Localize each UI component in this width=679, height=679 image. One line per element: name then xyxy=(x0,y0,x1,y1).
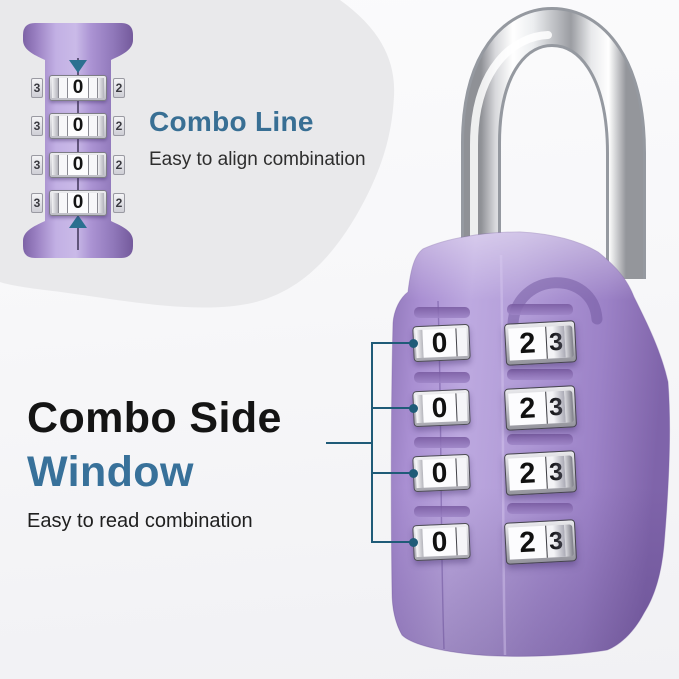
side-tab: 2 xyxy=(113,155,125,175)
front-dial-digit: 2 xyxy=(508,391,547,426)
combo-line-title: Combo Line xyxy=(149,106,314,137)
combo-line-callout: Combo Line Easy to align combination xyxy=(149,106,366,171)
pointer-line-vertical xyxy=(371,342,374,543)
pointer-dot xyxy=(409,538,418,547)
shackle xyxy=(461,6,646,279)
combo-side-title-black: Combo Side xyxy=(27,394,282,442)
arrow-down-icon xyxy=(69,60,87,73)
dial-digit: 0 xyxy=(68,115,88,136)
dial-window: 0 xyxy=(49,75,107,101)
dial-digit: 0 xyxy=(68,192,88,213)
side-tab: 3 xyxy=(31,78,43,98)
front-dial-digit: 2 xyxy=(508,326,547,361)
dial-window: 0 xyxy=(49,152,107,178)
side-tab: 2 xyxy=(113,116,125,136)
dial-recess xyxy=(414,372,470,383)
side-window-digit: 0 xyxy=(422,526,457,557)
dial-digit: 0 xyxy=(68,77,88,98)
combo-side-title-teal: Window xyxy=(27,448,194,497)
combo-line-subtitle: Easy to align combination xyxy=(149,149,366,170)
pointer-line-to-text xyxy=(326,442,372,445)
side-window-digit: 0 xyxy=(422,457,457,488)
front-dial-partial-digit: 3 xyxy=(548,526,564,556)
combo-side-window: 0 xyxy=(412,323,471,363)
combo-side-window: 0 xyxy=(412,453,471,493)
dial-recess xyxy=(414,437,470,448)
combo-side-subtitle: Easy to read combination xyxy=(27,510,253,533)
pointer-branch xyxy=(372,407,411,410)
dial-recess xyxy=(507,304,573,315)
pointer-dot xyxy=(409,339,418,348)
side-tab: 3 xyxy=(31,116,43,136)
combo-side-window: 0 xyxy=(412,522,471,562)
dial-recess xyxy=(414,307,470,318)
pointer-branch xyxy=(372,541,411,544)
combo-front-dial: 2 3 xyxy=(503,450,578,496)
front-dial-digit: 2 xyxy=(508,456,547,491)
side-tab: 2 xyxy=(113,78,125,98)
front-dial-partial-digit: 3 xyxy=(548,327,564,357)
body-ridge xyxy=(499,254,507,656)
combo-side-window-callout: Combo Side Window Easy to read combinati… xyxy=(27,391,282,533)
front-dial-partial-digit: 3 xyxy=(548,392,564,422)
pointer-branch xyxy=(372,472,411,475)
combo-front-dial: 2 3 xyxy=(503,519,578,565)
side-window-digit: 0 xyxy=(422,327,457,358)
dial-window: 0 xyxy=(49,113,107,139)
dial-digit: 0 xyxy=(68,154,88,175)
combo-side-window: 0 xyxy=(412,388,471,428)
front-dial-digit: 2 xyxy=(508,525,547,560)
pointer-branch xyxy=(372,342,411,345)
dial-recess xyxy=(507,369,573,380)
side-tab: 3 xyxy=(31,155,43,175)
dial-recess xyxy=(507,503,573,514)
combo-line-closeup-lock: 3 2 0 3 2 0 3 2 0 3 2 0 xyxy=(23,23,133,258)
front-dial-partial-digit: 3 xyxy=(548,457,564,487)
dial-recess xyxy=(414,506,470,517)
arrow-up-icon xyxy=(69,215,87,228)
side-tab: 2 xyxy=(113,193,125,213)
dial-window: 0 xyxy=(49,190,107,216)
combo-front-dial: 2 3 xyxy=(503,385,578,431)
dial-recess xyxy=(507,434,573,445)
side-window-digit: 0 xyxy=(422,392,457,423)
pointer-dot xyxy=(409,404,418,413)
pointer-dot xyxy=(409,469,418,478)
side-tab: 3 xyxy=(31,193,43,213)
combo-front-dial: 2 3 xyxy=(503,320,578,366)
